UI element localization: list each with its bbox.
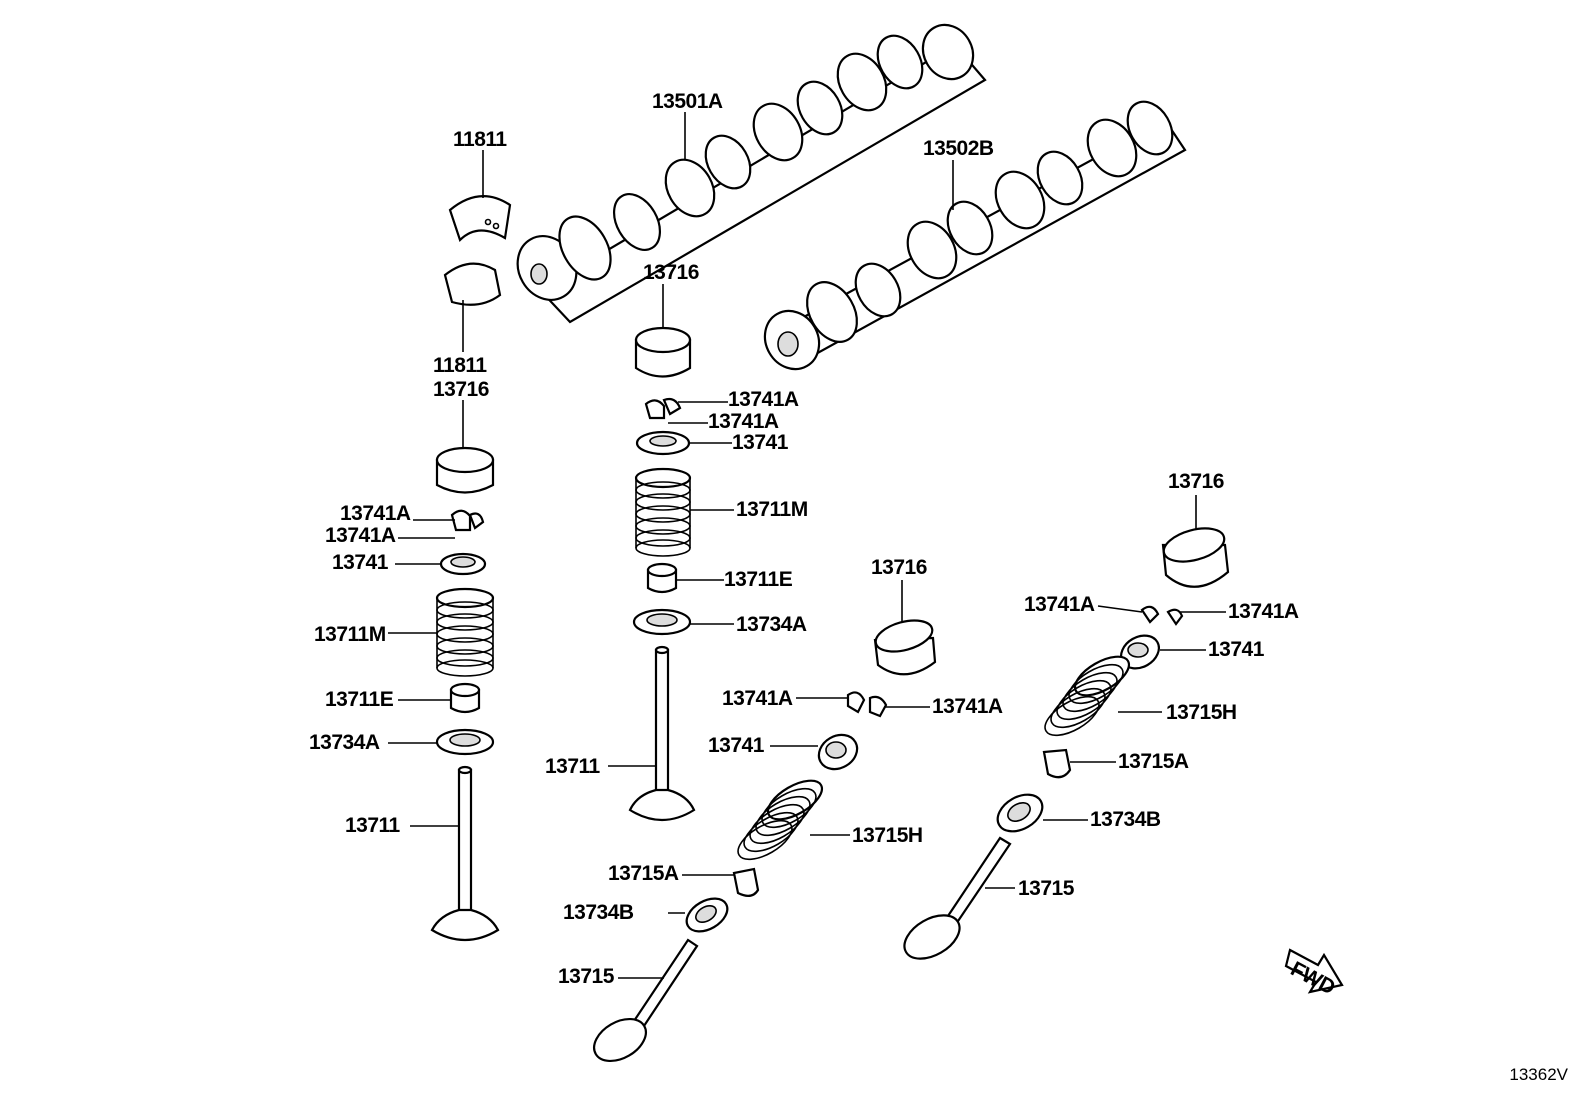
label-11811-top: 11811: [453, 128, 507, 151]
label-center-13741A-a: 13741A: [728, 388, 799, 411]
label-middle-13715H: 13715H: [852, 824, 923, 847]
right-valve-stack: [903, 527, 1230, 960]
label-left-13711E: 13711E: [325, 688, 394, 711]
spring-right: [1044, 655, 1131, 737]
label-middle-13715: 13715: [558, 965, 615, 988]
middle-valve-stack: [593, 619, 937, 1063]
label-right-13716: 13716: [1168, 470, 1224, 493]
label-left-13711M: 13711M: [314, 623, 386, 646]
label-center-13711M: 13711M: [736, 498, 808, 521]
bearing-lower-11811: [443, 262, 502, 306]
label-left-13734A: 13734A: [309, 731, 380, 754]
label-middle-13741A-b: 13741A: [932, 695, 1003, 718]
label-right-13715: 13715: [1018, 877, 1075, 900]
label-right-13715A: 13715A: [1118, 750, 1189, 773]
leader-lines: [388, 112, 1226, 979]
label-center-13711: 13711: [545, 755, 601, 778]
label-13501A: 13501A: [652, 90, 723, 113]
bearing-upper-11811: [448, 195, 512, 243]
label-left-13741: 13741: [332, 551, 389, 574]
part-labels: 11811 11811 13501A 13502B 13716 13741A 1…: [309, 90, 1299, 988]
left-valve-stack: [430, 446, 500, 941]
label-right-13741: 13741: [1208, 638, 1265, 661]
label-middle-13741A-a: 13741A: [722, 687, 793, 710]
spring-center: [634, 467, 692, 557]
label-right-13734B: 13734B: [1090, 808, 1161, 831]
label-center-13741A-b: 13741A: [708, 410, 779, 433]
fwd-arrow: FWD: [1284, 948, 1344, 1000]
label-11811-bottom: 11811: [433, 354, 487, 377]
label-right-13741A-b: 13741A: [1228, 600, 1299, 623]
figure-reference: 13362V: [1509, 1065, 1568, 1084]
label-13502B: 13502B: [923, 137, 994, 160]
label-center-13741: 13741: [732, 431, 789, 454]
spring-middle: [737, 779, 824, 861]
camshaft-13502B: [763, 100, 1187, 371]
camshaft-13501A: [516, 23, 987, 324]
label-middle-13716: 13716: [871, 556, 927, 579]
label-left-13741A-b: 13741A: [325, 524, 396, 547]
label-middle-13715A: 13715A: [608, 862, 679, 885]
label-center-13711E: 13711E: [724, 568, 793, 591]
label-middle-13741: 13741: [708, 734, 765, 757]
label-center-13716: 13716: [643, 261, 699, 284]
label-middle-13734B: 13734B: [563, 901, 634, 924]
label-left-13716: 13716: [433, 378, 489, 401]
label-right-13715H: 13715H: [1166, 701, 1237, 724]
spring-left: [435, 587, 495, 677]
label-left-13711: 13711: [345, 814, 401, 837]
label-left-13741A-a: 13741A: [340, 502, 411, 525]
center-valve-stack: [628, 326, 696, 821]
label-right-13741A-a: 13741A: [1024, 593, 1095, 616]
label-center-13734A: 13734A: [736, 613, 807, 636]
